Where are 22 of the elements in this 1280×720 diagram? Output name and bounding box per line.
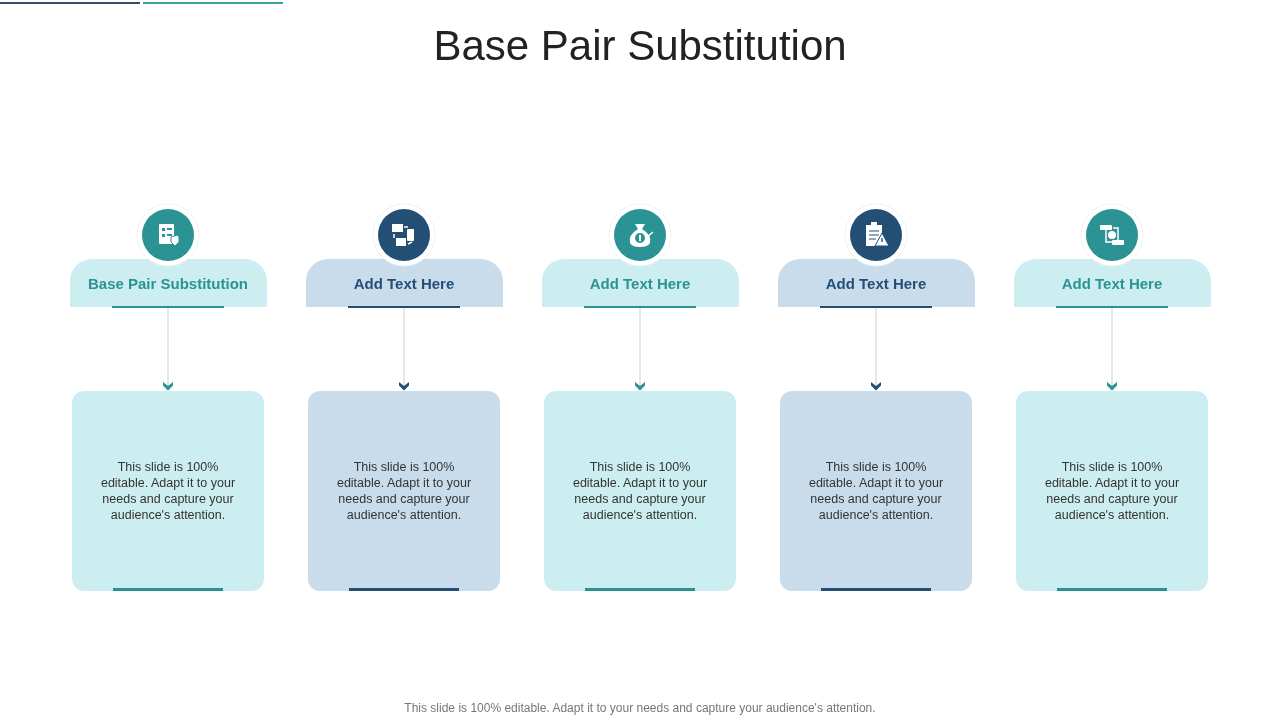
footer-note: This slide is 100% editable. Adapt it to your needs and capture your audience's attention. (403, 701, 877, 715)
slide-title: Base Pair Substitution (432, 22, 848, 70)
text-card (308, 391, 500, 591)
text-card (780, 391, 972, 591)
header-tab (541, 259, 739, 307)
heading-text: Add Text Here (825, 274, 927, 292)
body-text: This slide is 100% editable. Adapt it to your needs and capture your audience's attention. (807, 459, 945, 523)
header-tab (1013, 259, 1211, 307)
heading-text: Base Pair Substitution (88, 274, 248, 292)
heading-text: Add Text Here (589, 274, 691, 292)
header-tab (69, 259, 267, 307)
body-text: This slide is 100% editable. Adapt it to your needs and capture your audience's attention. (571, 459, 709, 523)
heading-text: Add Text Here (1061, 274, 1163, 292)
text-card (72, 391, 264, 591)
text-card (544, 391, 736, 591)
header-tab (777, 259, 975, 307)
text-card (1016, 391, 1208, 591)
heading-text: Add Text Here (353, 274, 455, 292)
header-tab (305, 259, 503, 307)
body-text: This slide is 100% editable. Adapt it to your needs and capture your audience's attention. (99, 459, 237, 523)
body-text: This slide is 100% editable. Adapt it to your needs and capture your audience's attention. (1043, 459, 1181, 523)
body-text: This slide is 100% editable. Adapt it to your needs and capture your audience's attention. (335, 459, 473, 523)
